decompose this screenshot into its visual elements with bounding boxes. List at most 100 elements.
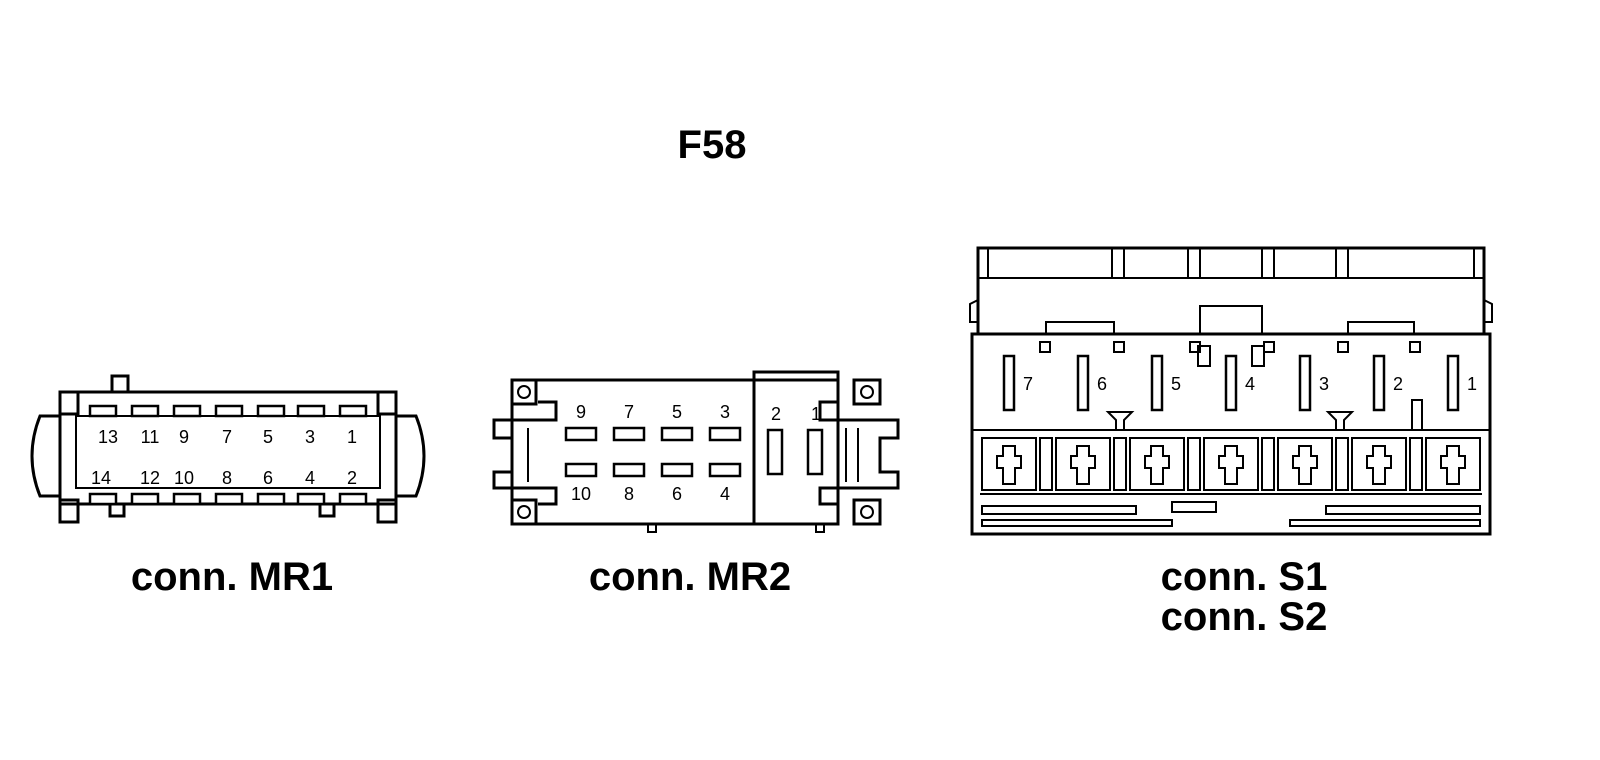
s-pin-labels: 7 6 5 4 3 2 1 (1023, 374, 1477, 394)
mr1-pin-label: 12 (140, 468, 160, 488)
mr1-left-ear (30, 414, 60, 498)
terminal-icon (1292, 445, 1318, 485)
mr1-pin-label: 3 (305, 427, 315, 447)
mr2-pin (708, 462, 742, 478)
mr1-pin-label: 8 (222, 468, 232, 488)
mr1-pin (296, 492, 326, 506)
mr1-pin (256, 492, 286, 506)
s-rail (1171, 501, 1217, 513)
mr1-pin-label: 4 (305, 468, 315, 488)
mr2-power-pins: 2 1 (766, 404, 824, 476)
s-rail (1325, 505, 1481, 515)
mr2-top-pin-labels: 9 7 5 3 (576, 402, 730, 422)
s-cavity (981, 437, 1037, 491)
s-pin (1150, 354, 1164, 412)
terminal-icon (1070, 445, 1096, 485)
s-side-notch (1483, 299, 1493, 334)
mr1-corner-post (58, 498, 80, 524)
mr2-pin-label: 5 (672, 402, 682, 422)
s-rib (1335, 437, 1349, 491)
terminal-icon (996, 445, 1022, 485)
s-rib (1187, 437, 1201, 491)
mr1-top-pin-row (88, 404, 368, 418)
mr2-pin-label: 4 (720, 484, 730, 504)
mr2-pin (612, 426, 646, 442)
mr1-pin (338, 404, 368, 418)
mr2-mount-tab (852, 498, 882, 526)
mr1-pin-label: 5 (263, 427, 273, 447)
s-rail (981, 505, 1137, 515)
s-locator (1325, 411, 1355, 431)
mr1-pin (172, 404, 202, 418)
s-rib (1113, 437, 1127, 491)
terminal-icon (1366, 445, 1392, 485)
mr1-pin (130, 404, 160, 418)
s-pin-row (1002, 354, 1460, 412)
s-top-window (1273, 247, 1337, 279)
mr1-caption: conn. MR1 (131, 555, 333, 599)
s-pin (1224, 354, 1238, 412)
mr2-left-latch (492, 400, 558, 506)
s-rib (1409, 437, 1423, 491)
mr1-right-ear (396, 414, 426, 498)
s-tab (1039, 341, 1051, 353)
mr2-power-block (752, 370, 840, 526)
mr1-pin (296, 404, 326, 418)
s-pin-label: 3 (1319, 374, 1329, 394)
s-top-window (1123, 247, 1189, 279)
s-latch-tab (1251, 345, 1265, 367)
s-top-window (1347, 247, 1475, 279)
connector-mr2: 9 7 5 3 10 8 6 4 2 1 conn. MR2 (492, 370, 900, 599)
s-tab (1113, 341, 1125, 353)
mr1-corner-post (376, 498, 398, 524)
mr2-power-pin (766, 428, 784, 476)
mr2-bottom-pin-row (564, 462, 742, 478)
mounting-hole-icon (517, 505, 531, 519)
mr2-pin-label: 8 (624, 484, 634, 504)
s-tab (1409, 341, 1421, 353)
mr1-pin (88, 492, 118, 506)
mr2-mount-tab (510, 378, 538, 406)
mr2-top-pin-row (564, 426, 742, 442)
terminal-icon (1144, 445, 1170, 485)
s-tab (1263, 341, 1275, 353)
s-rib (1261, 437, 1275, 491)
mr1-bottom-pin-labels: 14 12 10 8 6 4 2 (91, 468, 357, 488)
s-cavity (1425, 437, 1481, 491)
s1-caption: conn. S1 (1161, 555, 1328, 599)
s-cavity (1129, 437, 1185, 491)
s-top-window (987, 247, 1113, 279)
mr2-pin (564, 462, 598, 478)
mounting-hole-icon (860, 505, 874, 519)
s-rail (1289, 519, 1481, 527)
mr2-pin-label: 9 (576, 402, 586, 422)
mr1-pin-label: 9 (179, 427, 189, 447)
mr1-pin-label: 2 (347, 468, 357, 488)
terminal-icon (1218, 445, 1244, 485)
mr2-pin (660, 462, 694, 478)
mr2-pin (612, 462, 646, 478)
mr2-pin (564, 426, 598, 442)
s-ridge (1347, 321, 1415, 335)
mr1-key-bottom (108, 502, 126, 518)
s-cavity (1203, 437, 1259, 491)
s-locator (1105, 411, 1135, 431)
mr2-bottom-pin-labels: 10 8 6 4 (571, 484, 730, 504)
mr1-top-pin-labels: 13 11 9 7 5 3 1 (98, 427, 357, 447)
mr2-mount-tab (510, 498, 538, 526)
s-terminal-cavities (981, 437, 1481, 491)
mr1-pin (88, 404, 118, 418)
s-cavity (1277, 437, 1333, 491)
mr1-corner-post (58, 390, 80, 416)
s-tab (1337, 341, 1349, 353)
mr2-caption: conn. MR2 (589, 555, 791, 599)
mr2-pin (660, 426, 694, 442)
mr2-key-bottom (647, 523, 657, 533)
mr1-pin-label: 14 (91, 468, 111, 488)
mr2-right-latch (818, 400, 900, 506)
s-rib (1039, 437, 1053, 491)
mr1-key-bottom (318, 502, 336, 518)
mr1-pin-label: 1 (347, 427, 357, 447)
s-cavity (1055, 437, 1111, 491)
